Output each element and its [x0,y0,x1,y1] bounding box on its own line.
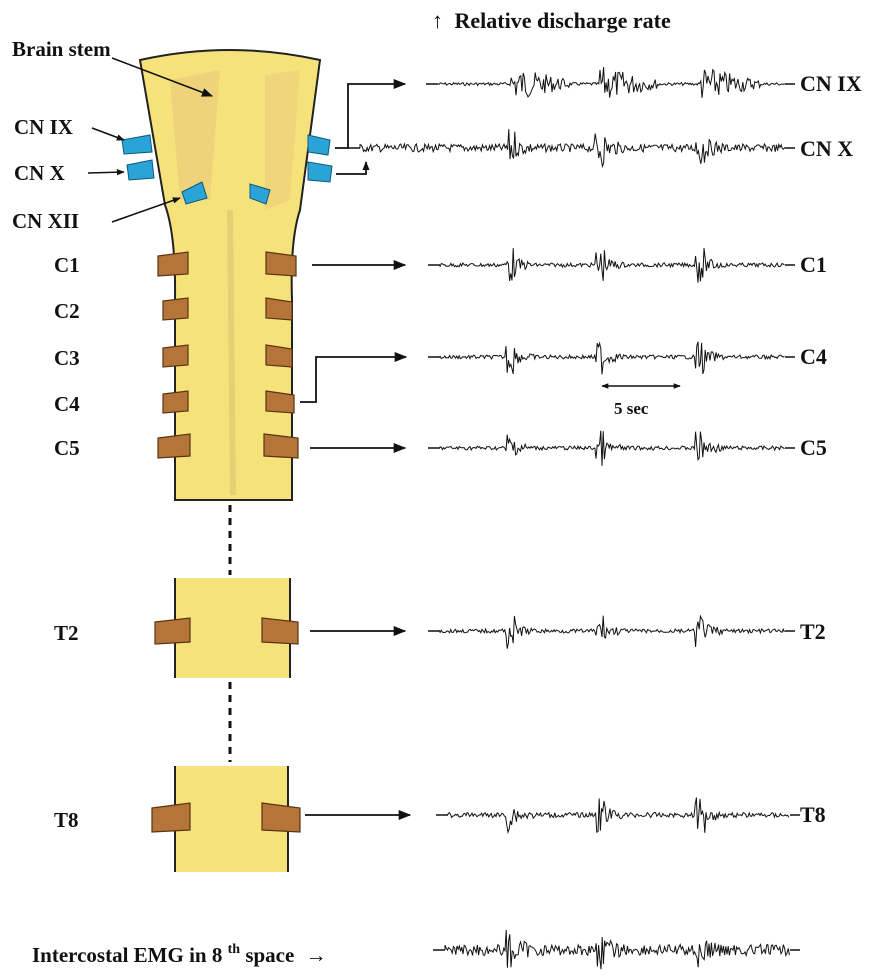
c4-label: C4 [54,392,80,416]
emg-caption-suffix: space [245,943,294,967]
trace-cn10-waveform [359,129,786,169]
trace-c4-waveform [439,341,785,375]
discharge-rate-header: ↑ Relative discharge rate [432,8,671,33]
t2-root-right [261,617,299,645]
brain-stem-pointer [111,57,214,97]
up-arrow-glyph: ↑ [432,8,443,33]
c3-label: C3 [54,346,80,370]
trace-label-c1: C1 [800,252,827,277]
cn9-root-right [307,134,331,156]
trace-t2 [428,614,795,649]
spinal-nerve-roots [151,251,301,833]
cn12-pointer [111,197,181,223]
emg-caption-prefix: Intercostal EMG in 8 [32,943,222,967]
header-text: Relative discharge rate [455,8,671,33]
t8-root-left [151,802,191,833]
label-pointers [87,57,214,223]
t2-root-left [154,617,191,645]
trace-cn10 [348,129,795,169]
trace-label-cn9: CN IX [800,71,862,96]
c2-root-right [265,297,293,321]
trace-label-c4: C4 [800,344,827,369]
cn12-root-left [181,181,208,205]
connector-arrows [300,78,412,821]
trace-cn9 [426,67,795,98]
trace-c5-waveform [439,430,785,466]
cn9-pointer [91,127,125,141]
trace-label-cn10: CN X [800,136,853,161]
emg-caption-arrow: → [306,943,327,967]
trace-c1-waveform [439,248,785,283]
cn12-root-right [249,183,271,205]
cn10-root-left [126,159,155,181]
c2-root-left [162,297,189,321]
c1-root-left [157,251,189,277]
scale-bar: 5 sec [601,383,681,418]
cn9-root-left [121,134,153,155]
c4-arrow [300,351,408,403]
brain-stem-shading [170,70,220,200]
c2-label: C2 [54,299,80,323]
trace-cn9-waveform [437,67,786,98]
cn10-root-right [307,161,333,183]
trace-emg-waveform [444,929,790,970]
c3-root-right [265,344,293,368]
t8-root-right [261,802,301,833]
trace-t8 [436,797,800,835]
trace-c5 [428,430,795,466]
c4-root-left [162,390,189,414]
trace-labels: CN IX CN X C1 C4 C5 T2 T8 [800,71,862,827]
trace-c4 [428,341,795,375]
trace-c1 [428,248,795,283]
emg-caption-sup: th [228,942,241,957]
brain-stem-label: Brain stem [12,37,111,61]
cranial-nerve-roots [121,134,333,205]
spinal-cord-drawing [121,49,333,872]
cn12-label: CN XII [12,209,79,233]
c5-root-left [157,433,191,459]
left-labels: Brain stem CN IX CN X CN XII C1 C2 C3 C4… [12,37,111,832]
c5-root-right [263,433,299,459]
cn10-arrow [336,161,370,175]
cn10-label: CN X [14,161,65,185]
c1-root-right [265,251,297,277]
emg-caption: Intercostal EMG in 8 th space → [32,934,327,967]
c5-label: C5 [54,436,80,460]
trace-label-c5: C5 [800,435,827,460]
trace-label-t2: T2 [800,619,826,644]
t2-label: T2 [54,621,79,645]
cn9-arrow [335,78,407,149]
trace-emg [433,929,800,970]
cn10-pointer [87,169,125,176]
c3-root-left [162,344,189,368]
cn9-label: CN IX [14,115,73,139]
brain-stem-shading-right [265,70,300,210]
c1-label: C1 [54,253,80,277]
t8-label: T8 [54,808,79,832]
trace-t2-waveform [439,614,785,649]
c4-root-right [265,390,295,414]
scale-bar-label: 5 sec [614,399,649,418]
trace-t8-waveform [447,797,790,835]
trace-label-t8: T8 [800,802,826,827]
